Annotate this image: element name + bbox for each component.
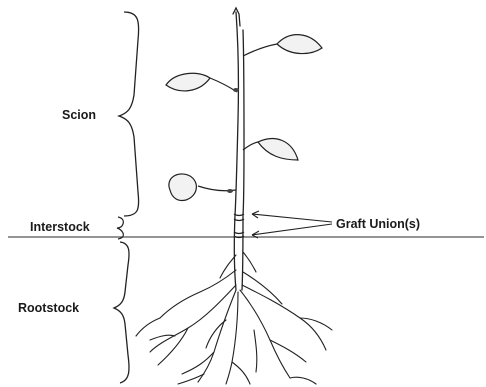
graft-union-label: Graft Union(s) [336,217,420,231]
leaf-upper-left [166,73,210,91]
interstock-label: Interstock [30,220,90,234]
root-system [136,252,332,384]
scion-label: Scion [62,108,96,122]
leaf-upper-right [277,35,322,54]
rootstock-brace [114,242,129,383]
interstock-brace [117,217,123,239]
rootstock-label: Rootstock [18,301,79,315]
leaf-lower-left [169,174,197,201]
graft-union-arrows [252,211,332,238]
plant-stem [233,8,244,290]
leaf-middle-right [258,139,298,160]
scion-brace [119,12,139,216]
